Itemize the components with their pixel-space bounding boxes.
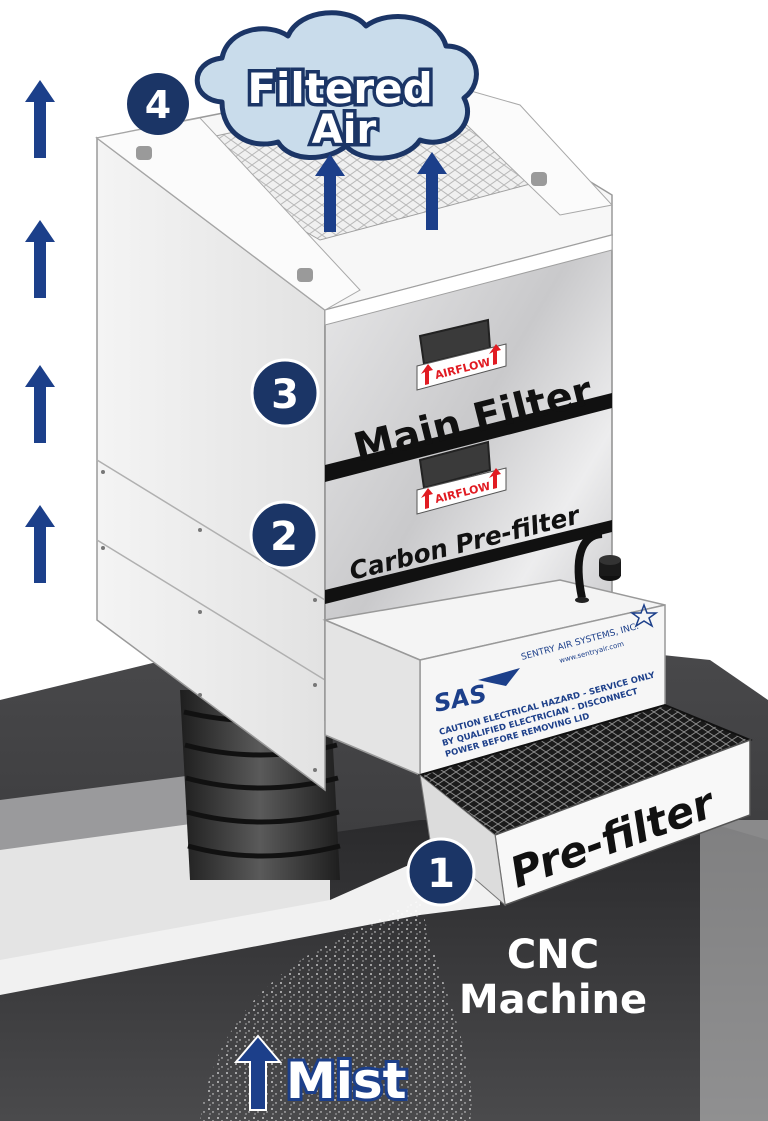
filtered-air-line2: Air (312, 107, 377, 153)
step-badge-2: 2 (249, 500, 319, 570)
pre-filter-drawer: Pre-filter (417, 703, 753, 907)
up-arrow-icon (25, 80, 55, 158)
step-badge-3: 3 (250, 358, 320, 428)
cnc-label-line2: Machine (459, 977, 647, 1023)
mist-spray (200, 900, 472, 1121)
airflow-arrows-left (25, 80, 55, 583)
cnc-label-line1: CNC (507, 932, 599, 978)
filtered-air-line1: Filtered (247, 64, 432, 113)
step-number-3: 3 (271, 372, 299, 418)
step-badge-4: 4 (127, 73, 189, 135)
step-number-2: 2 (270, 514, 298, 560)
filtered-air-cloud: Filtered Air (194, 10, 479, 161)
step-badge-1: 1 (406, 837, 476, 907)
filter-cabinet: AIRFLOW AIRFLOW (95, 74, 613, 792)
star-icon (629, 602, 659, 628)
mist-label: Mist (286, 1052, 407, 1110)
logo-swoosh (478, 668, 520, 686)
up-arrow-icon (25, 220, 55, 298)
step-number-1: 1 (427, 851, 455, 897)
up-arrow-icon (25, 365, 55, 443)
mist-arrow (233, 1034, 283, 1111)
step-number-4: 4 (145, 83, 171, 127)
up-arrow-icon (25, 505, 55, 583)
